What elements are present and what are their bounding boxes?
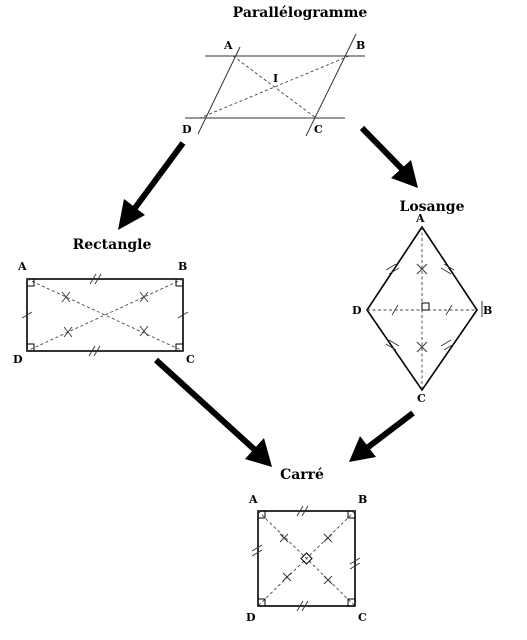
carre-diagonal-bd [257,510,356,607]
carre-right-angle-b [347,511,355,519]
rectangle-right-angle-b [175,279,183,287]
losange-side-ticks [385,263,455,351]
parallelogram-center-i: I [273,72,278,85]
rectangle-vertex-d: D [13,353,23,366]
parallelogram-title: Parallélogramme [233,5,368,21]
rectangle-right-angle-a [27,279,35,287]
parallelogram-vertex-a: A [223,39,233,52]
carre-diagonal-ticks [279,533,333,585]
rectangle-right-angle-d [27,343,35,351]
rectangle-diagonal-ac [26,278,184,352]
losange-vertex-b: B [483,304,492,317]
losange-diagonal-ticks [391,263,453,353]
rectangle-vertex-a: A [17,260,27,273]
carre-vertex-d: D [246,611,256,624]
carre-side-ticks [251,505,361,612]
parallelogram-line-bc [305,33,357,137]
arrow-parallelogram-to-rectangle [118,141,186,230]
carre-figure: Carré A B C D [246,467,367,624]
losange-figure: Losange A B C D [352,199,492,405]
parallelogram-vertex-b: B [356,39,365,52]
carre-right-angle-d [258,598,266,606]
parallelogram-line-ad [197,46,241,135]
carre-vertex-c: C [358,611,367,624]
losange-vertex-c: C [417,392,426,405]
arrow-parallelogram-to-losange [359,125,418,188]
losange-title: Losange [399,199,464,215]
losange-vertex-d: D [352,304,362,317]
losange-vertex-a: A [415,212,425,225]
carre-title: Carré [280,467,324,483]
arrow-rectangle-to-carre [153,357,272,467]
rectangle-side-ticks [21,273,189,357]
parallelogram-vertex-d: D [182,123,192,136]
losange-right-angle [421,302,430,311]
parallelogram-vertex-c: C [314,123,323,136]
carre-vertex-b: B [358,493,367,506]
rectangle-title: Rectangle [73,237,152,253]
parallelogram-figure: Parallélogramme A B C D I [182,5,368,137]
rectangle-shape [26,278,184,352]
parallelogram-diagonal-bd [199,55,350,119]
rectangle-figure: Rectangle A B C D [13,237,195,366]
carre-center-right-angle [300,552,313,565]
rectangle-right-angle-c [175,343,183,351]
rectangle-diagonal-ticks [61,291,149,338]
carre-right-angle-a [258,511,266,519]
rectangle-vertex-b: B [178,260,187,273]
carre-right-angle-c [347,598,355,606]
parallelogram-diagonal-ac [232,55,317,119]
carre-vertex-a: A [248,493,258,506]
rectangle-diagonal-bd [26,278,184,352]
rectangle-vertex-c: C [186,353,195,366]
carre-shape [257,510,356,607]
losange-shape [366,225,478,392]
arrow-losange-to-carre [349,410,415,462]
